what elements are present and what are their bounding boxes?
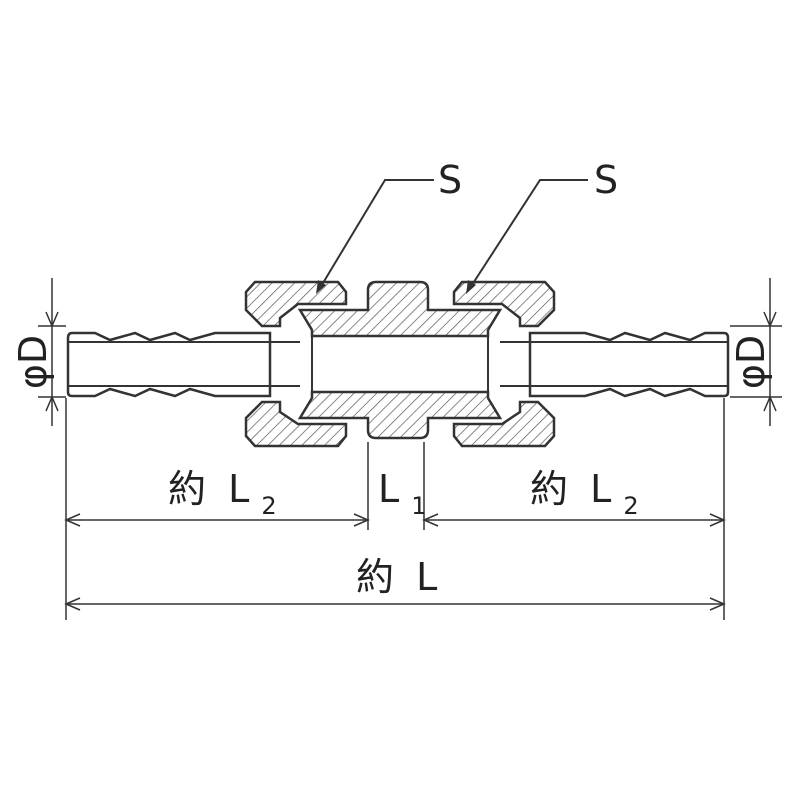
seal-label-right: S: [594, 158, 618, 202]
center-body: [297, 280, 503, 440]
length-dimension-row: [64, 513, 726, 527]
approx-L2-left-label: 約 L 2: [168, 467, 277, 520]
approx-mark: 約: [168, 467, 206, 511]
left-hose-barb: [66, 331, 300, 398]
l2-main: L: [228, 467, 249, 511]
dia-label-right: φD: [729, 335, 773, 389]
extension-lines: [65, 398, 725, 620]
approx-L-total-label: 約 L: [356, 555, 437, 599]
l1-main: L: [378, 467, 399, 511]
dia-label-left: φD: [11, 335, 55, 389]
dia-dimension-left: [38, 278, 66, 426]
approx-mark: 約: [356, 555, 394, 599]
seal-leader-left: [316, 179, 434, 294]
l2-subscript: 2: [623, 492, 638, 520]
approx-L2-right-label: 約 L 2: [530, 467, 639, 520]
l1-subscript: 1: [411, 492, 426, 520]
L1-label: L 1: [378, 467, 427, 520]
dia-dimension-right: [730, 278, 782, 426]
seal-leader-right: [466, 179, 588, 294]
seal-label-left: S: [438, 158, 462, 202]
l-total: L: [416, 555, 437, 599]
l2-subscript: 2: [261, 492, 276, 520]
total-length-dimension: [64, 597, 726, 611]
approx-mark: 約: [530, 467, 568, 511]
left-nut: [244, 280, 348, 448]
right-hose-barb: [500, 331, 730, 398]
l2-main: L: [590, 467, 611, 511]
right-nut: [452, 280, 556, 448]
